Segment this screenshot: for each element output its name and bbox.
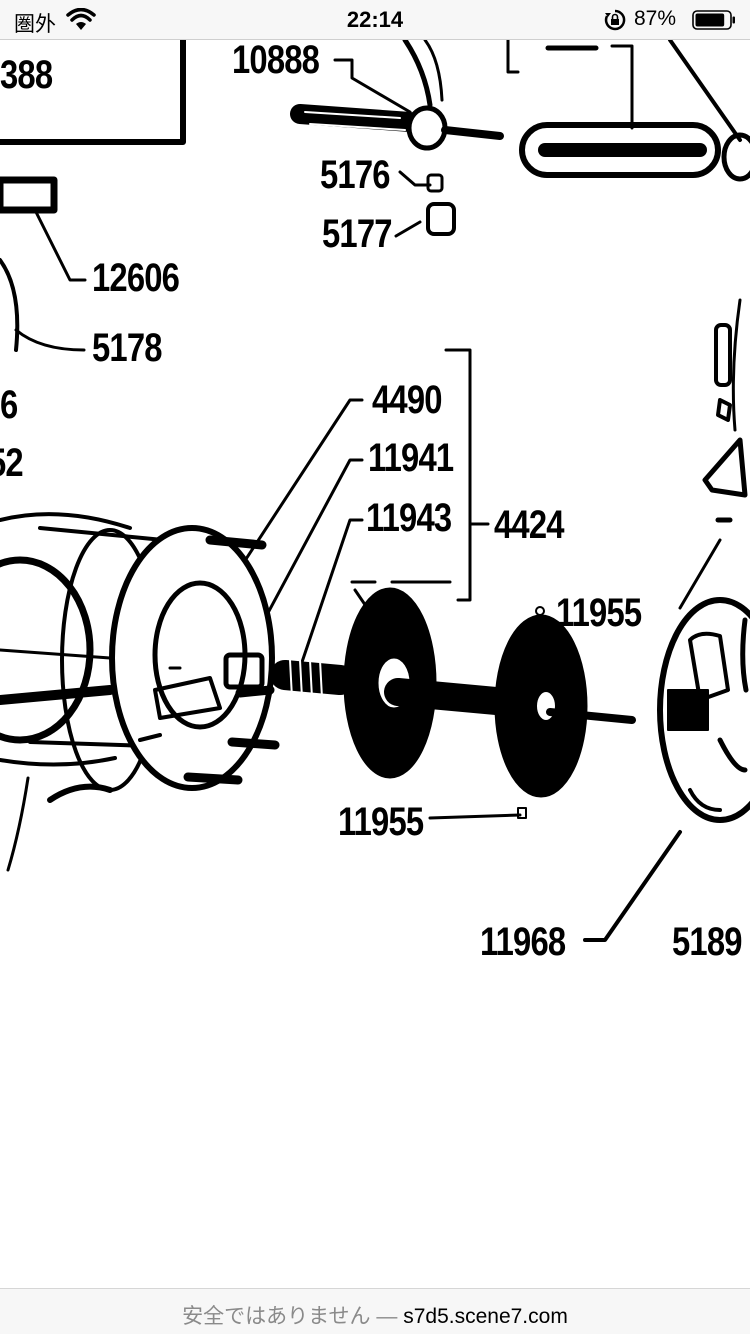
part-label-4490: 4490 bbox=[372, 378, 443, 422]
carrier-label: 圏外 bbox=[14, 13, 56, 36]
part-label-12606: 12606 bbox=[92, 256, 180, 300]
part-label-388: 388 bbox=[0, 53, 53, 97]
part-label-11941: 11941 bbox=[368, 436, 454, 480]
part-label-10888: 10888 bbox=[232, 40, 320, 82]
part-label-5189: 5189 bbox=[672, 920, 743, 964]
part-label-5176: 5176 bbox=[320, 153, 391, 197]
address-separator: — bbox=[370, 1305, 404, 1328]
battery-icon bbox=[692, 10, 735, 30]
part-label-11955-bottom: 11955 bbox=[338, 800, 424, 844]
part-label-4424: 4424 bbox=[494, 503, 565, 547]
battery-percent: 87% bbox=[634, 7, 677, 30]
part-label-11943: 11943 bbox=[366, 496, 452, 540]
exploded-parts-diagram bbox=[0, 40, 750, 942]
part-label-5178: 5178 bbox=[92, 326, 163, 370]
wifi-icon bbox=[66, 8, 96, 30]
clock: 22:14 bbox=[346, 7, 404, 32]
orientation-lock-icon bbox=[604, 9, 626, 31]
part-label-52: 52 bbox=[0, 441, 24, 485]
site-domain[interactable]: s7d5.scene7.com bbox=[403, 1305, 568, 1328]
part-label-6: 6 bbox=[0, 383, 18, 427]
diagram-viewport[interactable]: 388 10888 5176 5177 12606 5178 6 52 4490… bbox=[0, 40, 750, 1288]
part-label-11968: 11968 bbox=[480, 920, 566, 964]
part-label-5177: 5177 bbox=[322, 212, 393, 256]
status-bar: 圏外 22:14 87% bbox=[0, 0, 750, 40]
part-label-11955-top: 11955 bbox=[556, 591, 642, 635]
battery-fill bbox=[695, 13, 725, 27]
not-secure-warning: 安全ではありません bbox=[182, 1305, 371, 1328]
address-text[interactable]: 安全ではありません — s7d5.scene7.com bbox=[0, 1300, 750, 1330]
address-bar[interactable]: 安全ではありません — s7d5.scene7.com bbox=[0, 1288, 750, 1334]
